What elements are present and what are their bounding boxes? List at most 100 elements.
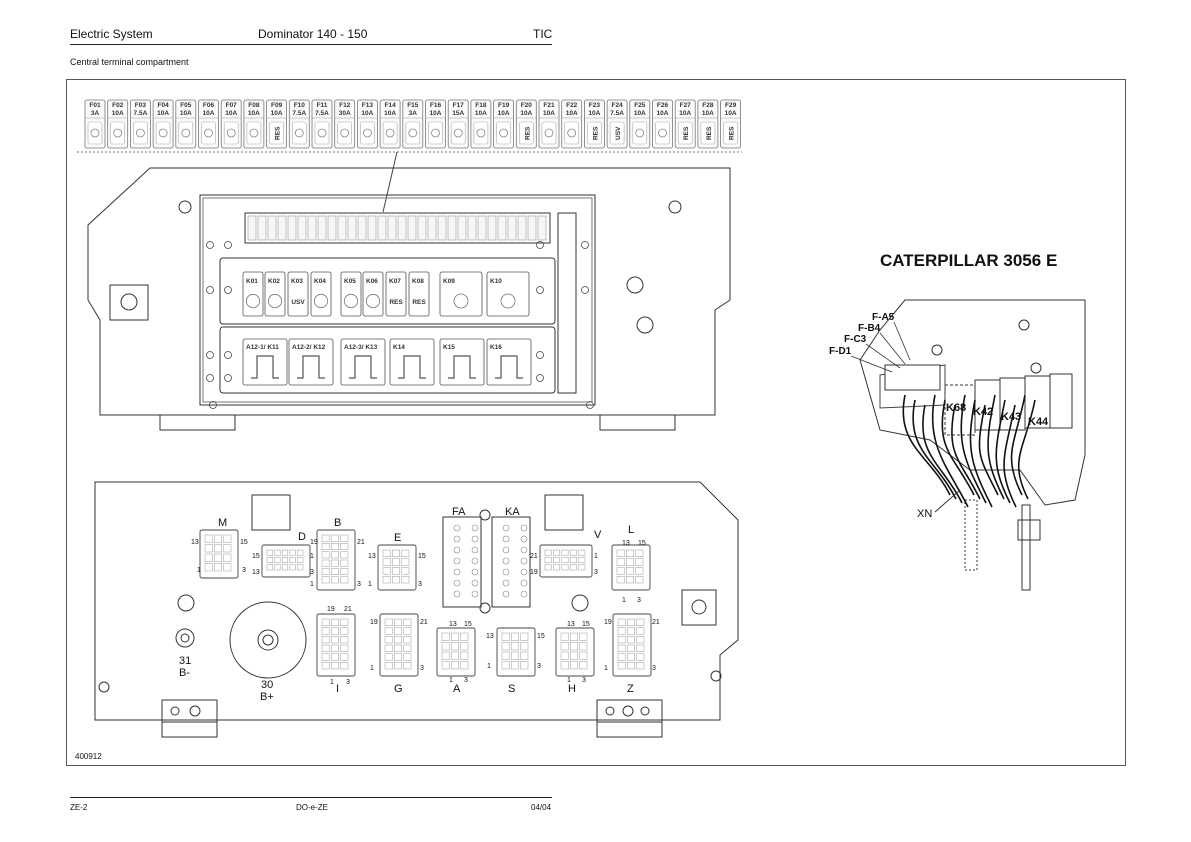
screw-icon	[536, 351, 544, 359]
fuse-rating: 10A	[566, 110, 578, 117]
fuse-symbol: USV	[615, 126, 622, 140]
pin-number: 15	[537, 633, 545, 640]
relay-k09: K09	[439, 271, 483, 317]
relay-bottom-4: K15	[439, 338, 485, 386]
upper-fuse-slots	[247, 215, 547, 241]
fuse-symbol: RES	[275, 126, 282, 140]
screw-icon	[224, 351, 232, 359]
relay-symbol: RES	[412, 299, 426, 306]
relay-id: K07	[389, 278, 401, 285]
screw-icon	[206, 241, 214, 249]
fuse-id: F28	[702, 102, 714, 109]
fuse-function-icon	[362, 128, 372, 138]
relay-id: A12-1/ K11	[246, 344, 279, 351]
pin-number: 21	[530, 553, 538, 560]
fuse-symbol: RES	[524, 126, 531, 140]
fuse-rating: 10A	[725, 110, 737, 117]
fuse-symbol: RES	[592, 126, 599, 140]
engine-relay-label: K68	[946, 402, 966, 414]
pin-number: 15	[418, 553, 426, 560]
fuse-id: F24	[611, 102, 623, 109]
pin-number: 3	[652, 665, 656, 672]
footer-left: ZE-2	[70, 803, 88, 812]
relay-k04: K04	[310, 271, 332, 317]
pin-number: 13	[486, 633, 494, 640]
pin-number: 15	[240, 539, 248, 546]
relay-id: K10	[490, 278, 502, 285]
fuse-rating: 10A	[203, 110, 215, 117]
fuse-function-icon	[431, 128, 440, 138]
pin-number: 19	[327, 606, 335, 613]
pin-number: 3	[420, 665, 424, 672]
relay-id: K16	[490, 344, 502, 351]
pin-number: 21	[344, 606, 352, 613]
pin-number: 1	[449, 677, 453, 684]
connector-label: V	[594, 529, 602, 541]
relay-symbol-icon	[251, 355, 279, 379]
screw-icon	[224, 241, 232, 249]
fuse-id: F17	[453, 102, 465, 109]
connector-label: Z	[627, 683, 634, 695]
connector-label: B	[334, 517, 341, 529]
engine-fuse-label: F-A5	[872, 312, 895, 323]
fuse-id: F03	[135, 102, 147, 109]
relay-id: K15	[443, 344, 455, 351]
fuse-rating: 10A	[225, 110, 237, 117]
fuse-strip: F013AF0210AF037.5AF0410AF0510AF0610AF071…	[84, 99, 741, 149]
fuse-rating: 10A	[657, 110, 669, 117]
fuse-symbol: RES	[683, 126, 690, 140]
screw-icon	[206, 351, 214, 359]
fuse-rating: 10A	[180, 110, 192, 117]
screw-icon	[209, 401, 217, 409]
relay-id: K03	[291, 278, 303, 285]
fuse-function-icon	[635, 128, 645, 138]
fuse-rating: 10A	[475, 110, 487, 117]
pin-number: 19	[530, 569, 538, 576]
relay-id: A12-2/ K12	[292, 344, 326, 351]
pin-number: 3	[346, 679, 350, 686]
pin-number: 15	[252, 553, 260, 560]
fuse-leader-line	[382, 151, 398, 213]
fuse-function-icon	[158, 128, 168, 138]
header-doc: TIC	[533, 27, 553, 41]
pin-number: 1	[487, 663, 491, 670]
pin-number: 1	[330, 679, 334, 686]
fuse-rating: 7.5A	[292, 110, 306, 117]
fuse-function-icon	[113, 128, 123, 138]
pin-number: 1	[197, 567, 201, 574]
pin-number: 1	[604, 665, 608, 672]
relay-id: K08	[412, 278, 424, 285]
pin-number: 13	[368, 553, 376, 560]
pin-number: 13	[449, 621, 457, 628]
pin-number: 1	[310, 581, 314, 588]
pin-number: 13	[622, 540, 630, 547]
fuse-id: F04	[157, 102, 169, 109]
connector-label-fa: FA	[452, 506, 466, 518]
relay-bottom-1: A12-2/ K12	[288, 338, 334, 386]
relay-id: K14	[393, 344, 405, 351]
footer-center: DO-e-ZE	[296, 803, 328, 812]
fuse-id: F26	[657, 102, 669, 109]
fuse-rating: 10A	[248, 110, 260, 117]
screw-icon	[224, 374, 232, 382]
relay-id: K02	[268, 278, 280, 285]
screw-icon	[206, 374, 214, 382]
fuse-function-icon	[385, 128, 395, 138]
